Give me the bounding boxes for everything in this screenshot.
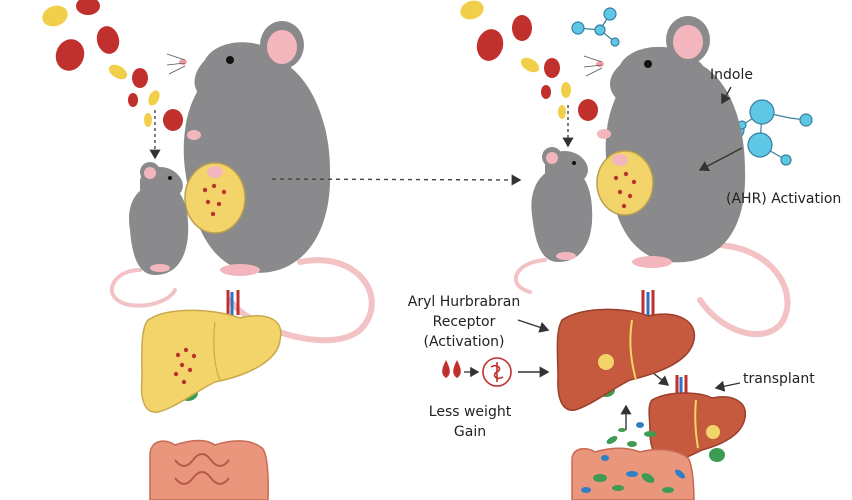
big-mouse-left [166, 21, 375, 344]
transplant-label: transplant [743, 371, 815, 387]
ahr-arrow [698, 147, 743, 172]
receptor-signal-icon [482, 357, 512, 387]
big-mouse-right [583, 16, 791, 337]
small-mouse-left [109, 162, 189, 308]
less-weight-label-line2: Gain [453, 424, 487, 440]
ahr-activation-label: (AHR) Activation [726, 191, 842, 207]
transplant-arrow [714, 380, 741, 392]
indole-arrow [721, 86, 732, 105]
falling-food-right [460, 0, 598, 121]
aryl-receptor-arrow [517, 319, 550, 333]
drops-icon [442, 360, 461, 378]
aryl-receptor-label-line3: (Activation) [423, 334, 505, 350]
healthy-liver-main [556, 290, 696, 411]
less-weight-label-line1: Less weight [428, 404, 512, 420]
aryl-receptor-label-line2: Receptor [432, 314, 496, 330]
liver-to-liver-arrow [651, 371, 670, 386]
transplant-liver [648, 375, 746, 463]
intestine-microbiota [571, 422, 695, 500]
aryl-receptor-label-line1: Aryl Hurbrabran [407, 294, 521, 310]
intestine-left [149, 439, 269, 500]
small-mouse-right [513, 147, 593, 294]
fatty-liver [140, 290, 282, 413]
falling-food-left [42, 0, 183, 131]
transfer-arrow [271, 174, 522, 186]
indole-label: Indole [710, 67, 753, 83]
